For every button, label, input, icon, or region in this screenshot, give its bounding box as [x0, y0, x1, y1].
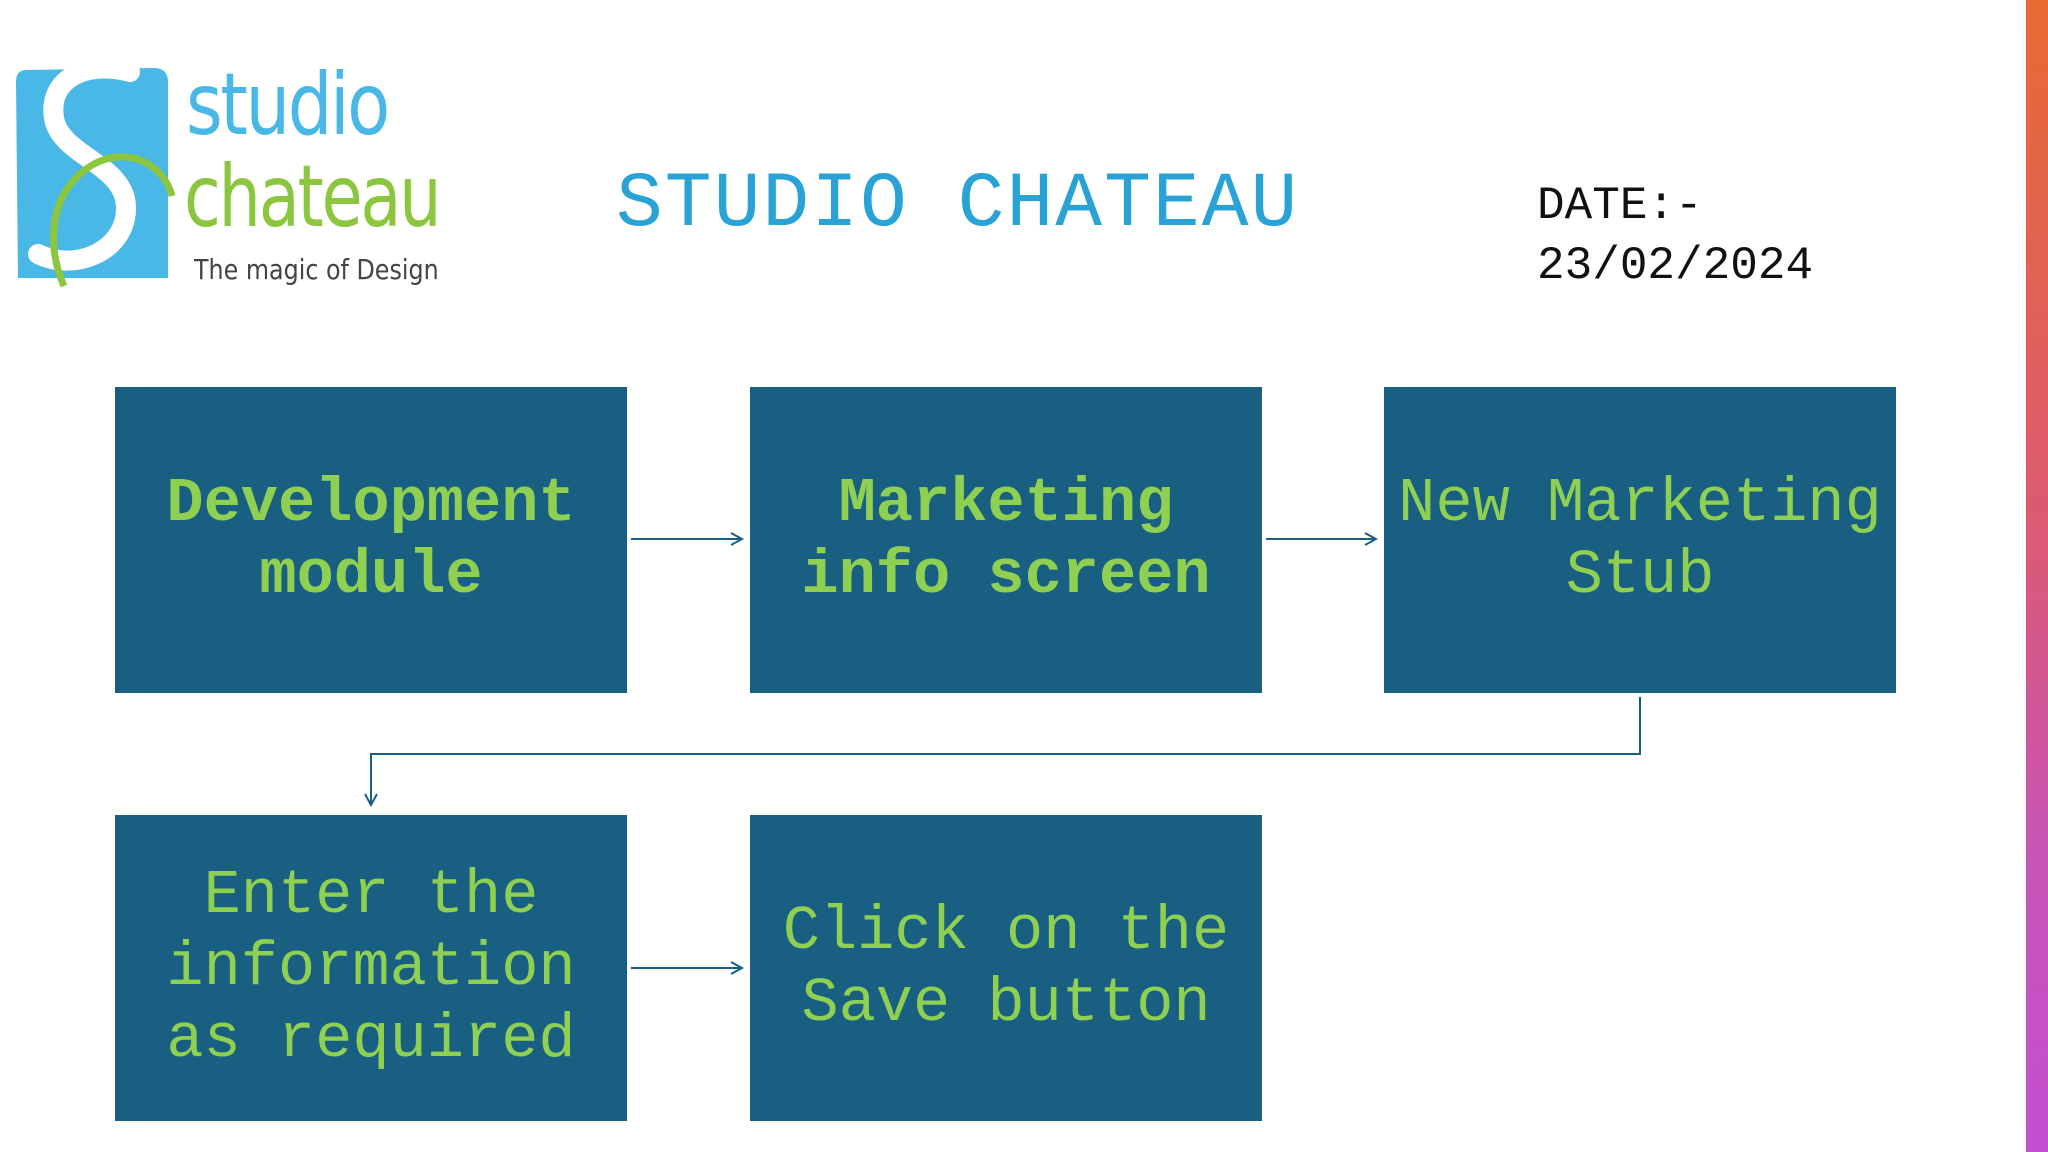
flow-step-marketing-info-screen: Marketing info screen [750, 387, 1262, 693]
accent-bar [2026, 0, 2048, 1152]
flow-step-development-module: Development module [115, 387, 627, 693]
flow-step-label: Development module [166, 468, 576, 611]
logo-word-studio: studio [186, 55, 390, 155]
logo-tagline: The magic of Design [194, 253, 439, 286]
flow-step-label: Marketing info screen [801, 468, 1211, 611]
flow-step-new-marketing-stub: New Marketing Stub [1384, 387, 1896, 693]
slide-title: STUDIO CHATEAU [616, 161, 1300, 249]
studio-chateau-logo: studio chateau The magic of Design [12, 60, 492, 300]
flow-step-label: New Marketing Stub [1398, 468, 1882, 611]
logo-word-chateau: chateau [184, 147, 442, 247]
arrow-step3-to-step4 [371, 697, 1641, 805]
logo-emblem-icon [16, 60, 176, 288]
date-label: DATE:- [1537, 180, 1703, 232]
flow-step-label: Enter the information as required [166, 860, 576, 1075]
flow-step-label: Click on the Save button [782, 896, 1230, 1039]
date-block: DATE:- 23/02/2024 [1537, 176, 1813, 296]
date-value: 23/02/2024 [1537, 240, 1814, 292]
flow-step-click-save: Click on the Save button [750, 815, 1262, 1121]
flow-step-enter-information: Enter the information as required [115, 815, 627, 1121]
